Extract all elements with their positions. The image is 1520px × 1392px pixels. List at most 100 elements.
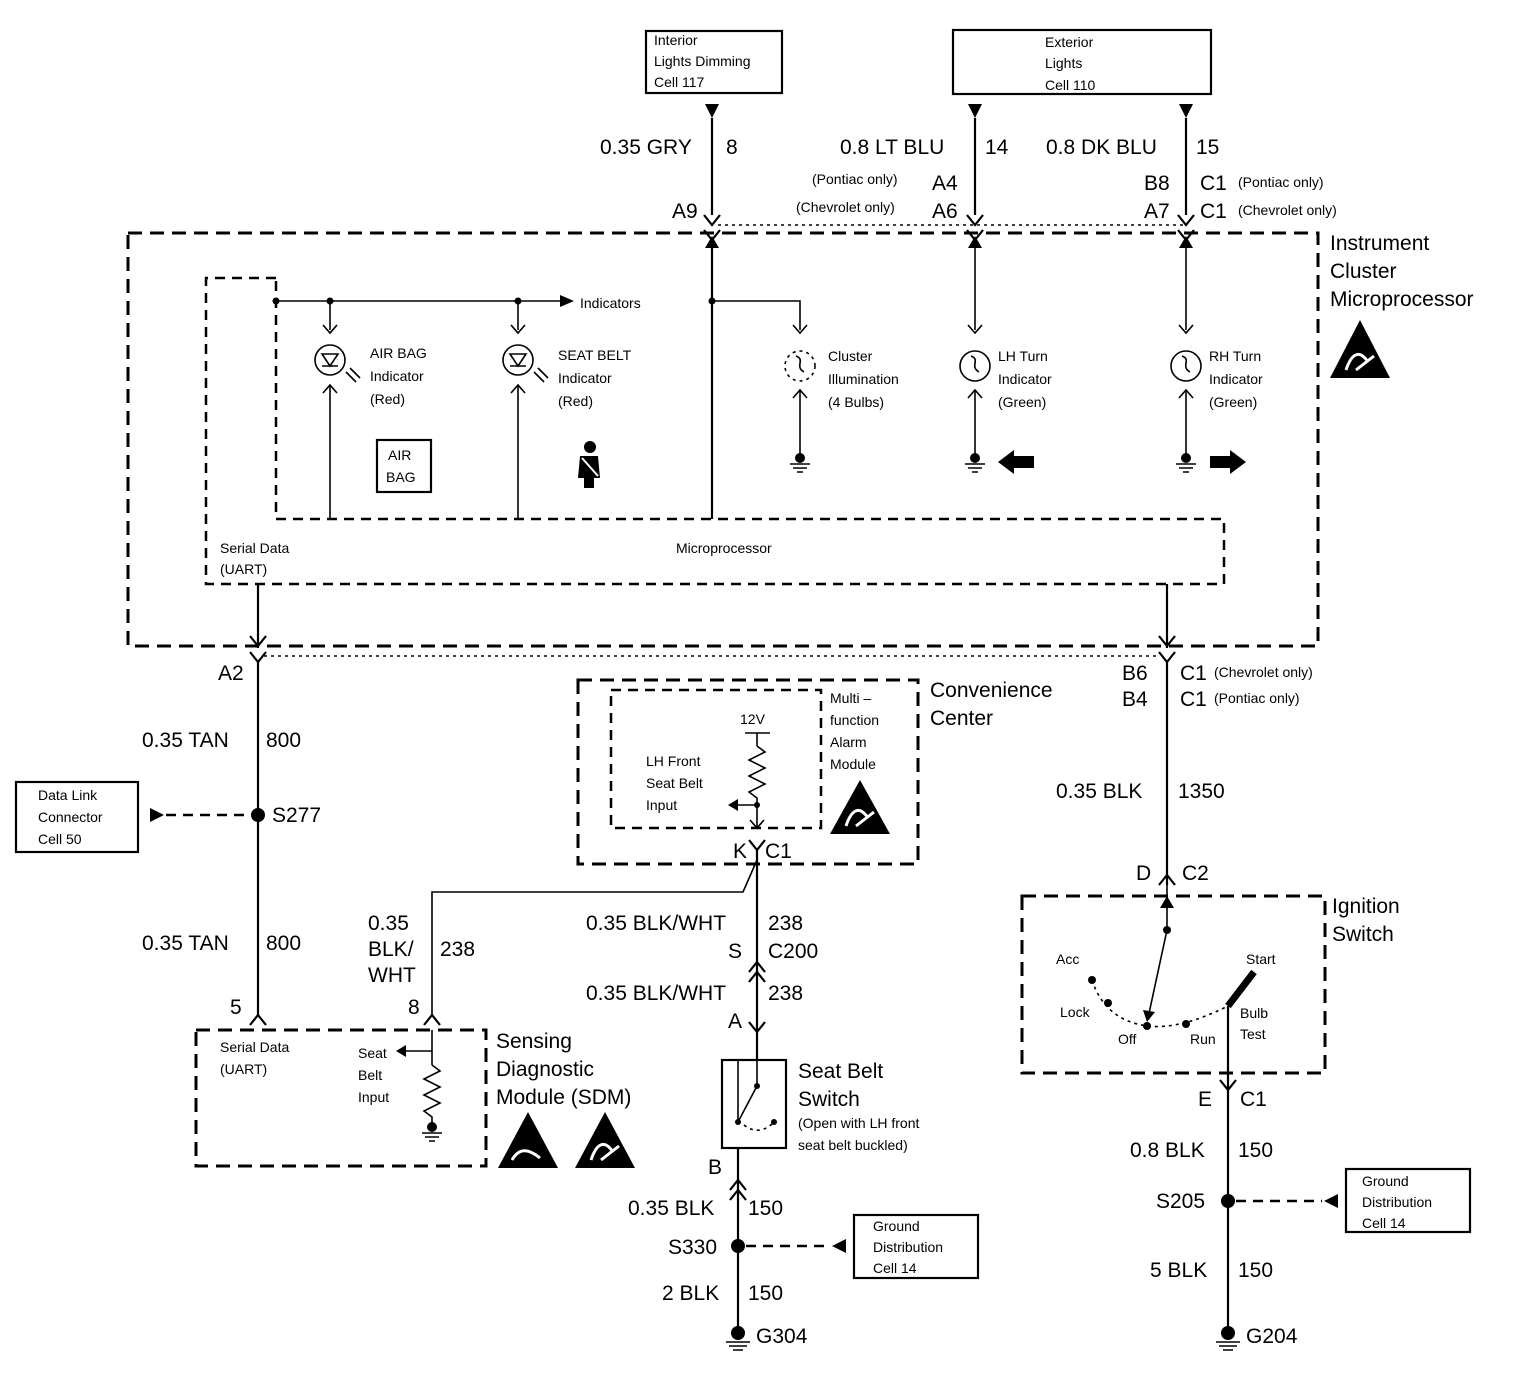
wire-tan-top-label: 0.35 TAN <box>142 729 229 752</box>
airbag-badge-icon <box>375 438 433 494</box>
cluster-serial-2: (UART) <box>220 561 267 577</box>
b150b-label: 2 BLK <box>662 1282 719 1305</box>
12v-label: 12V <box>740 711 766 727</box>
sdm238-3: WHT <box>368 964 416 987</box>
sdm-boundary <box>194 1028 488 1168</box>
pin-a7: A7 <box>1144 200 1170 223</box>
switch-title-1: Seat Belt <box>798 1060 883 1083</box>
pin-b8: B8 <box>1144 172 1170 195</box>
ign-lock: Lock <box>1060 1004 1091 1020</box>
pin-8: 8 <box>408 996 420 1019</box>
lh-turn-indicator <box>959 236 991 473</box>
sdm238-2: BLK/ <box>368 938 414 961</box>
splice-s330-label: S330 <box>668 1236 717 1259</box>
gry-arrow-in <box>705 236 719 248</box>
dlc-label-2: Connector <box>38 809 103 825</box>
dlc-label-3: Cell 50 <box>38 831 82 847</box>
rh-label-2: Indicator <box>1209 371 1263 387</box>
data-link-connector-box <box>14 780 140 854</box>
bw2-label: 0.35 BLK/WHT <box>586 982 726 1005</box>
b150c-circuit: 150 <box>1238 1139 1273 1162</box>
ground-rh-icon <box>1181 453 1191 463</box>
sdm238-circuit: 238 <box>440 938 475 961</box>
dlc-arrow <box>150 808 164 822</box>
lh-label-1: LH Turn <box>998 348 1048 364</box>
note-chevrolet-b6: (Chevrolet only) <box>1214 664 1313 680</box>
exterior-label-3: Cell 110 <box>1045 77 1096 93</box>
pin-c1-ignition: C1 <box>1240 1088 1267 1111</box>
sdm-ground-icon <box>427 1122 437 1132</box>
airbag-label-1: AIR BAG <box>370 345 427 361</box>
ign-acc: Acc <box>1056 951 1079 967</box>
ground-lh-icon <box>970 453 980 463</box>
note-pontiac-c1: (Pontiac only) <box>1238 174 1324 190</box>
pin-c1-convenience: C1 <box>765 840 792 863</box>
gd2-label-3: Cell 14 <box>1362 1215 1406 1231</box>
ignition-title-2: Switch <box>1332 923 1394 946</box>
seatbelt-label-2: Indicator <box>558 370 612 386</box>
wire-ltblu-label: 0.8 LT BLU <box>840 136 944 159</box>
pin-a-switch: A <box>728 1010 742 1033</box>
ign-run: Run <box>1190 1031 1216 1047</box>
ground-g304-label: G304 <box>756 1325 808 1348</box>
wire-sdm-238 <box>431 859 758 1015</box>
sdm-title-1: Sensing <box>496 1030 572 1053</box>
sdm-title-3: Module (SDM) <box>496 1086 631 1109</box>
airbag-badge-2: BAG <box>386 469 416 485</box>
microprocessor-label: Microprocessor <box>676 540 772 556</box>
pin-d: D <box>1136 862 1151 885</box>
sdm-input-resistor <box>396 1030 442 1142</box>
pin-a6: A6 <box>932 200 958 223</box>
sdm-input-1: Seat <box>358 1045 387 1061</box>
terminal-d <box>1158 873 1176 886</box>
cluster-title-2: Cluster <box>1330 260 1397 283</box>
pin-a4: A4 <box>932 172 958 195</box>
splice-s205 <box>1221 1194 1235 1208</box>
off-position <box>1143 1022 1151 1030</box>
ign-arrow-out <box>1158 635 1176 648</box>
ground-distribution-box-1 <box>852 1213 980 1280</box>
pin-e: E <box>1198 1088 1212 1111</box>
ign-bulb-2: Test <box>1240 1026 1266 1042</box>
pin-c200: C200 <box>768 940 818 963</box>
seatbelt-label-3: (Red) <box>558 393 593 409</box>
rh-label-1: RH Turn <box>1209 348 1261 364</box>
illum-label-1: Cluster <box>828 348 873 364</box>
cluster-title-3: Microprocessor <box>1330 288 1474 311</box>
rh-turn-lamp-icon <box>1170 350 1202 382</box>
pullup-resistor <box>728 732 770 830</box>
note-pontiac-b4: (Pontiac only) <box>1214 690 1300 706</box>
feed-arrow-dkblu <box>1179 104 1193 118</box>
pin-b4: B4 <box>1122 688 1148 711</box>
switch-note-2: seat belt buckled) <box>798 1137 908 1153</box>
connector-c200 <box>748 960 766 983</box>
pin-c1-pontiac: C1 <box>1200 172 1227 195</box>
lh-label-2: Indicator <box>998 371 1052 387</box>
blk1350-circuit: 1350 <box>1178 780 1225 803</box>
pin-c1-chevrolet: C1 <box>1200 200 1227 223</box>
interior-label-1: Interior <box>654 32 698 48</box>
indicators-label: Indicators <box>580 295 641 311</box>
feed-arrow-gry <box>705 104 719 118</box>
rh-label-3: (Green) <box>1209 394 1257 410</box>
ignition-switch-mechanism <box>1088 885 1257 1030</box>
module-label-3: Alarm <box>830 734 867 750</box>
convenience-esd-icon <box>830 780 890 834</box>
gd1-label-2: Distribution <box>873 1239 943 1255</box>
gd2-label-1: Ground <box>1362 1173 1409 1189</box>
bw1-label: 0.35 BLK/WHT <box>586 912 726 935</box>
seatbelt-label-1: SEAT BELT <box>558 347 632 363</box>
splice-s277 <box>251 808 265 822</box>
sdm-esd-icon <box>575 1112 635 1168</box>
seatbelt-switch-contact <box>735 1060 777 1132</box>
seatbelt-lamp-icon <box>502 344 534 376</box>
airbag-warning-icon <box>498 1112 558 1168</box>
run-position <box>1182 1020 1190 1028</box>
ground-illumination-icon <box>795 453 805 463</box>
instrument-cluster-boundary <box>126 231 1320 648</box>
ground-distribution-box-2 <box>1344 1167 1472 1234</box>
terminal-sdm-8 <box>423 1013 441 1026</box>
wire-tan-top-circuit: 800 <box>266 729 301 752</box>
terminal-e <box>1219 1079 1237 1092</box>
